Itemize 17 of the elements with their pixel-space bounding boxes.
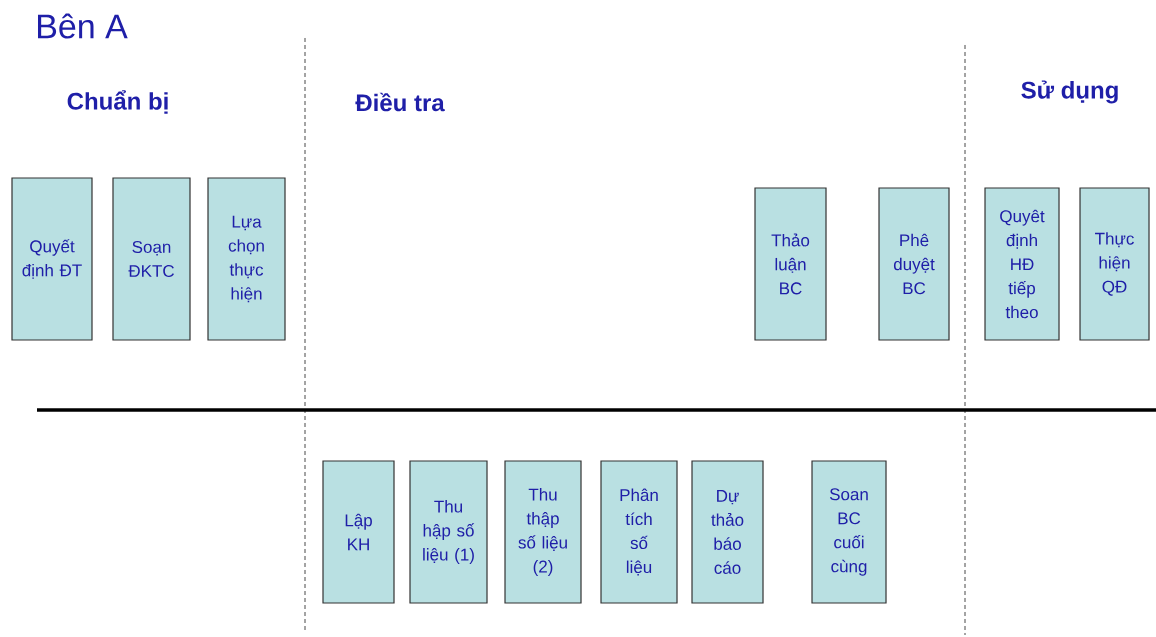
step-box: Thu hập số liệu (1) [409,460,488,604]
step-box: Dự thảo báo cáo [691,460,764,604]
step-box: Thu thập số liệu (2) [504,460,582,604]
step-box: Quyết định ĐT [11,177,93,341]
step-box: Soan BC cuối cùng [811,460,887,604]
step-box: Thảo luận BC [754,187,827,341]
section-heading: Chuẩn bị [67,90,168,114]
section-heading: Sử dụng [1021,80,1118,104]
step-box: Thực hiện QĐ [1079,187,1150,341]
step-box: Phê duyệt BC [878,187,950,341]
section-heading: Điều tra [355,92,445,112]
step-box: Quyêt định HĐ tiếp theo [984,187,1060,341]
step-box: Soạn ĐKTC [112,177,191,341]
step-box: Lựa chọn thực hiện [207,177,286,341]
step-box: Phân tích số liệu [600,460,678,604]
step-box: Lập KH [322,460,395,604]
heading: Bên A [38,13,128,39]
